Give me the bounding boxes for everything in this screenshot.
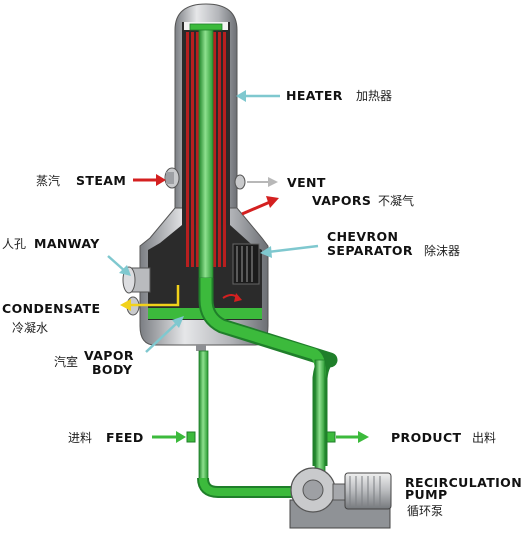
vapor-body-label-cn: 汽室 <box>54 354 78 369</box>
manway-pointer <box>107 255 131 276</box>
heater-label: HEATER <box>286 88 343 103</box>
steam-nozzle <box>164 167 180 189</box>
recirculation-piping <box>186 278 338 498</box>
feed-label-cn: 进料 <box>68 431 92 445</box>
chevron-pointer <box>260 244 319 258</box>
vent-nozzle <box>234 174 246 190</box>
diagram-labels: HEATER 加热器 蒸汽 STEAM VENT VAPORS 不凝气 CHEV… <box>2 88 522 518</box>
heater-tubes <box>186 32 226 267</box>
chevron-label-line2: SEPARATOR <box>327 243 413 258</box>
internal-vapor-arrow <box>222 293 242 302</box>
feed-arrow <box>152 431 186 443</box>
product-label: PRODUCT <box>391 430 462 445</box>
condensate-label-cn: 冷凝水 <box>12 320 48 335</box>
vent-label: VENT <box>287 175 326 190</box>
chevron-label-cn: 除沫器 <box>424 243 460 258</box>
recirculation-pump <box>289 467 392 529</box>
condensate-label: CONDENSATE <box>2 301 100 316</box>
heater-label-cn: 加热器 <box>356 89 392 103</box>
vapors-arrow <box>241 196 279 216</box>
vapors-label: VAPORS <box>312 193 371 208</box>
central-downcomer <box>198 27 214 279</box>
vapor-body-pointer <box>145 316 184 353</box>
pump-label-cn: 循环泵 <box>407 504 443 518</box>
steam-label: STEAM <box>76 173 126 188</box>
steam-label-cn: 蒸汽 <box>36 173 60 188</box>
product-arrow <box>336 431 369 443</box>
pump-label-line2: PUMP <box>405 487 448 502</box>
chevron-label-line1: CHEVRON <box>327 229 398 244</box>
vapor-body-label-line2: BODY <box>92 362 133 377</box>
feed-label: FEED <box>106 430 144 445</box>
flow-arrows <box>107 90 369 443</box>
product-label-cn: 出料 <box>472 431 496 445</box>
steam-arrow <box>133 174 166 186</box>
vapor-body-label-line1: VAPOR <box>84 348 134 363</box>
vent-arrow <box>247 177 278 187</box>
pump-label-line1: RECIRCULATION <box>405 475 522 490</box>
condensate-arrow <box>120 285 180 311</box>
vapors-label-cn: 不凝气 <box>378 193 414 208</box>
heater-pointer <box>236 90 280 102</box>
manway-label: MANWAY <box>34 236 100 251</box>
manway-label-cn: 人孔 <box>2 237 26 251</box>
